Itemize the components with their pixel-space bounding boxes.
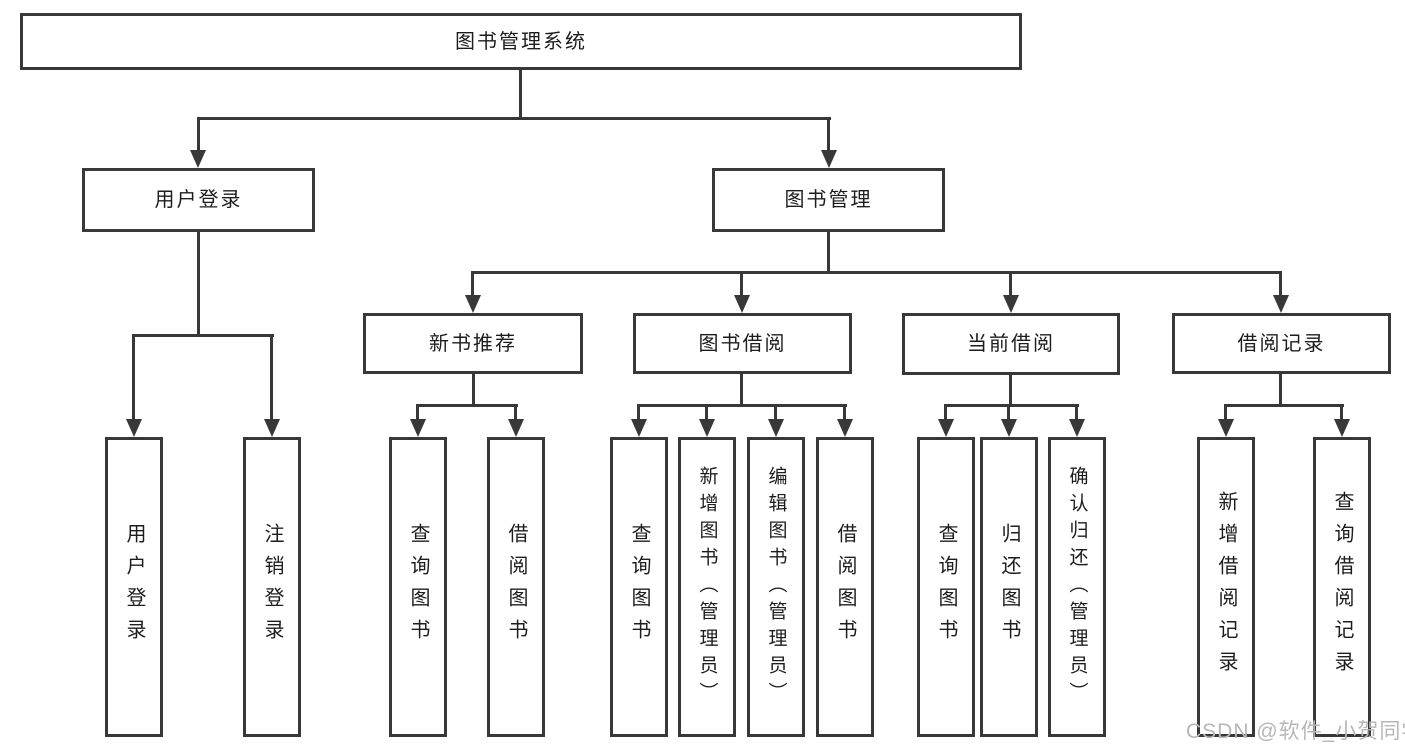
leaf-query-books-current: 查询图书 [917,437,975,737]
leaf-edit-books-admin: 编辑图书（管理员） [747,437,805,737]
connector-stem-confirm-return-admin [1075,404,1078,421]
connector-stem-borrow-books [843,404,846,421]
connector-level3-split [472,271,1282,274]
connector-stem-query-books-current [944,404,947,421]
arrowhead-down-borrowing-records [1273,295,1289,313]
connector-user-login-split [133,334,274,337]
arrowhead-down-book-borrowing [734,295,750,313]
arrowhead-down-query-books-current [938,419,954,437]
leaf-add-books-admin: 新增图书（管理员） [678,437,736,737]
node-new-book-recommend: 新书推荐 [363,313,583,374]
leaf-add-borrow-record: 新增借阅记录 [1197,437,1255,737]
arrowhead-down-new-book-recommend [465,295,481,313]
connector-book-borrowing-stub [740,374,743,407]
arrowhead-down-add-books-admin [699,419,715,437]
connector-book-borrowing-split [637,404,847,407]
leaf-query-borrow-record: 查询借阅记录 [1313,437,1371,737]
connector-current-borrowing-split [944,404,1079,407]
connector-borrowing-records-split [1224,404,1344,407]
connector-book-management-stub [827,232,830,274]
connector-stem-book-borrowing [740,271,743,298]
node-user-login: 用户登录 [82,168,315,232]
connector-current-borrowing-stub [1009,375,1012,407]
node-borrowing-records: 借阅记录 [1172,313,1391,374]
connector-stem-query-books-borrowing [637,404,640,421]
arrowhead-down-query-borrow-record [1334,419,1350,437]
arrowhead-down-leaf-logout [264,419,280,437]
connector-stem-leaf-logout [270,334,273,421]
leaf-borrow-books: 借阅图书 [816,437,874,737]
connector-stem-add-borrow-record [1224,404,1227,421]
leaf-query-books-borrowing: 查询图书 [610,437,668,737]
arrowhead-down-user-login [190,150,206,168]
connector-stem-borrow-books-recommend [514,404,517,421]
connector-stem-leaf-user-login [132,334,135,421]
connector-borrowing-records-stub [1279,374,1282,407]
arrowhead-down-add-borrow-record [1218,419,1234,437]
arrowhead-down-edit-books-admin [768,419,784,437]
node-book-borrowing: 图书借阅 [633,313,852,374]
connector-stem-book-management [827,117,830,152]
arrowhead-down-leaf-user-login [126,419,142,437]
connector-root-split [197,117,831,120]
arrowhead-down-book-management [821,150,837,168]
node-current-borrowing: 当前借阅 [902,313,1120,375]
connector-user-login-stub [197,232,200,337]
connector-stem-return-books [1007,404,1010,421]
arrowhead-down-borrow-books [837,419,853,437]
connector-stem-borrowing-records [1279,271,1282,298]
leaf-return-books: 归还图书 [980,437,1038,737]
csdn-watermark: CSDN @软件_小贺同学 [1186,720,1405,743]
connector-stem-add-books-admin [705,404,708,421]
arrowhead-down-confirm-return-admin [1069,419,1085,437]
connector-stem-user-login [197,117,200,152]
arrowhead-down-return-books [1001,419,1017,437]
leaf-user-login: 用户登录 [105,437,163,737]
arrowhead-down-borrow-books-recommend [508,419,524,437]
leaf-query-books-recommend: 查询图书 [389,437,447,737]
connector-stem-query-books-recommend [416,404,419,421]
arrowhead-down-query-books-borrowing [631,419,647,437]
leaf-borrow-books-recommend: 借阅图书 [487,437,545,737]
leaf-logout: 注销登录 [243,437,301,737]
connector-stem-new-book-recommend [471,271,474,298]
connector-stem-query-borrow-record [1340,404,1343,421]
connector-stem-current-borrowing [1009,271,1012,298]
leaf-confirm-return-admin: 确认归还（管理员） [1048,437,1106,737]
connector-root-stub [519,70,522,118]
connector-new-book-recommend-stub [472,374,475,407]
connector-stem-edit-books-admin [774,404,777,421]
arrowhead-down-query-books-recommend [410,419,426,437]
arrowhead-down-current-borrowing [1003,295,1019,313]
connector-new-book-recommend-split [417,404,518,407]
node-library-system: 图书管理系统 [20,13,1022,70]
node-book-management: 图书管理 [712,168,945,232]
